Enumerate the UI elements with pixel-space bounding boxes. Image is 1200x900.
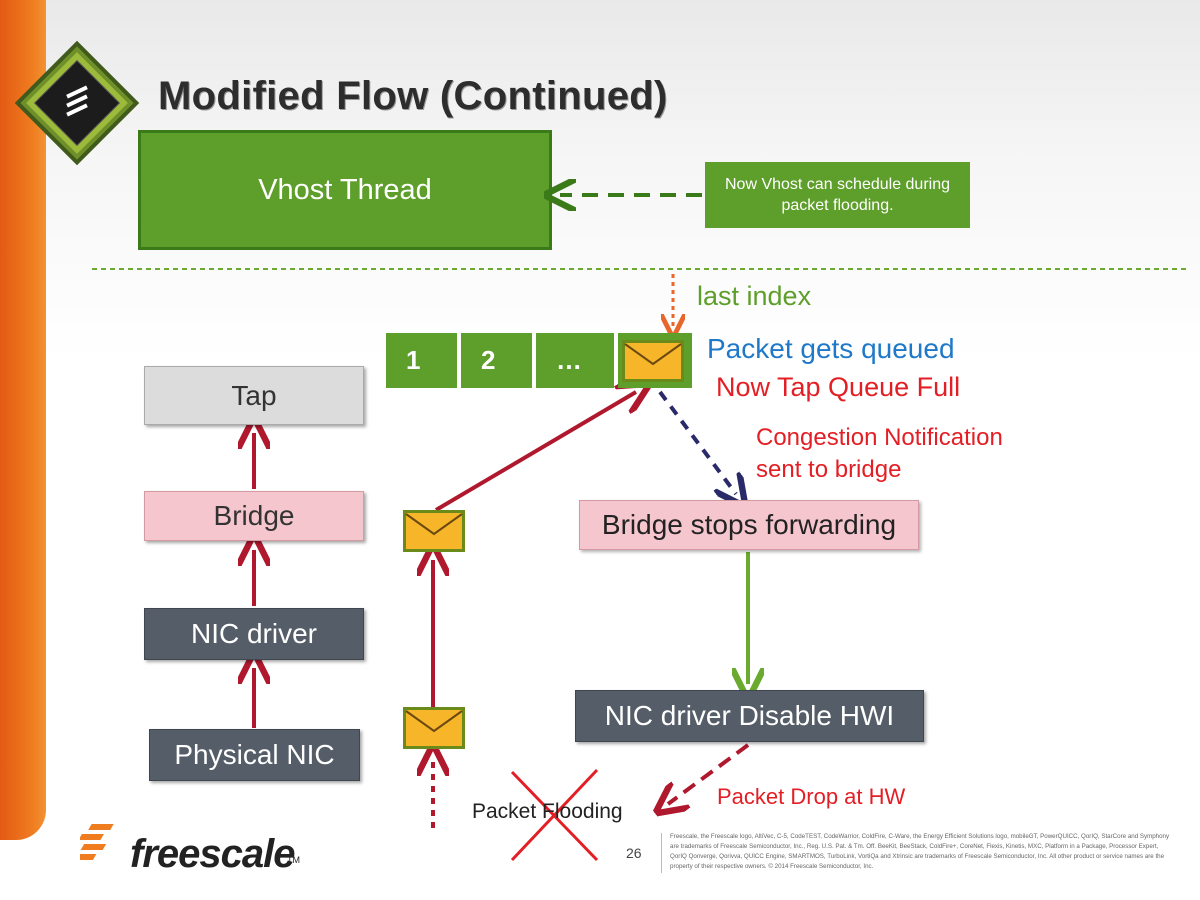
vhost-thread-box: Vhost Thread <box>138 130 552 250</box>
packet-to-queue-arrow <box>434 392 636 512</box>
freescale-logo-icon <box>80 824 114 860</box>
freescale-chip-logo <box>14 40 140 166</box>
envelope-icon <box>403 707 465 749</box>
tap-full-label: Now Tap Queue Full <box>716 372 961 402</box>
note-box: Now Vhost can schedule during packet flo… <box>705 162 970 228</box>
congestion-arrow <box>658 390 736 494</box>
nic-disable-box: NIC driver Disable HWI <box>575 690 924 742</box>
trademark-mark: TM <box>287 855 300 865</box>
footer-divider <box>661 833 662 873</box>
packet-queued-label: Packet gets queued <box>707 333 955 364</box>
congestion-line-1: Congestion Notification <box>756 424 1003 451</box>
congestion-line-2: sent to bridge <box>756 456 902 483</box>
physical-nic-box: Physical NIC <box>149 729 360 781</box>
cross-out-mark <box>510 768 599 862</box>
freescale-wordmark: freescale <box>130 832 295 876</box>
last-index-label: last index <box>697 281 812 311</box>
legal-notice: Freescale, the Freescale logo, AltiVec, … <box>670 833 1170 870</box>
nic-driver-box: NIC driver <box>144 608 364 660</box>
tap-box: Tap <box>144 366 364 425</box>
side-accent-bar <box>0 0 46 840</box>
bridge-box: Bridge <box>144 491 364 541</box>
envelope-icon <box>622 340 684 382</box>
packet-flooding-label: Packet Flooding <box>472 800 623 823</box>
page-title: Modified Flow (Continued) <box>158 74 668 118</box>
envelope-icon <box>403 510 465 552</box>
packet-drop-label: Packet Drop at HW <box>717 784 906 809</box>
congestion-label: Congestion Notification sent to bridge <box>756 422 1003 486</box>
queue-cell-2: 2 <box>461 333 532 388</box>
page-number: 26 <box>626 845 642 861</box>
packet-drop-arrow <box>668 743 750 804</box>
bridge-stops-box: Bridge stops forwarding <box>579 500 919 550</box>
queue-cell-ellipsis: … <box>536 333 614 388</box>
queue-cell-1: 1 <box>386 333 457 388</box>
